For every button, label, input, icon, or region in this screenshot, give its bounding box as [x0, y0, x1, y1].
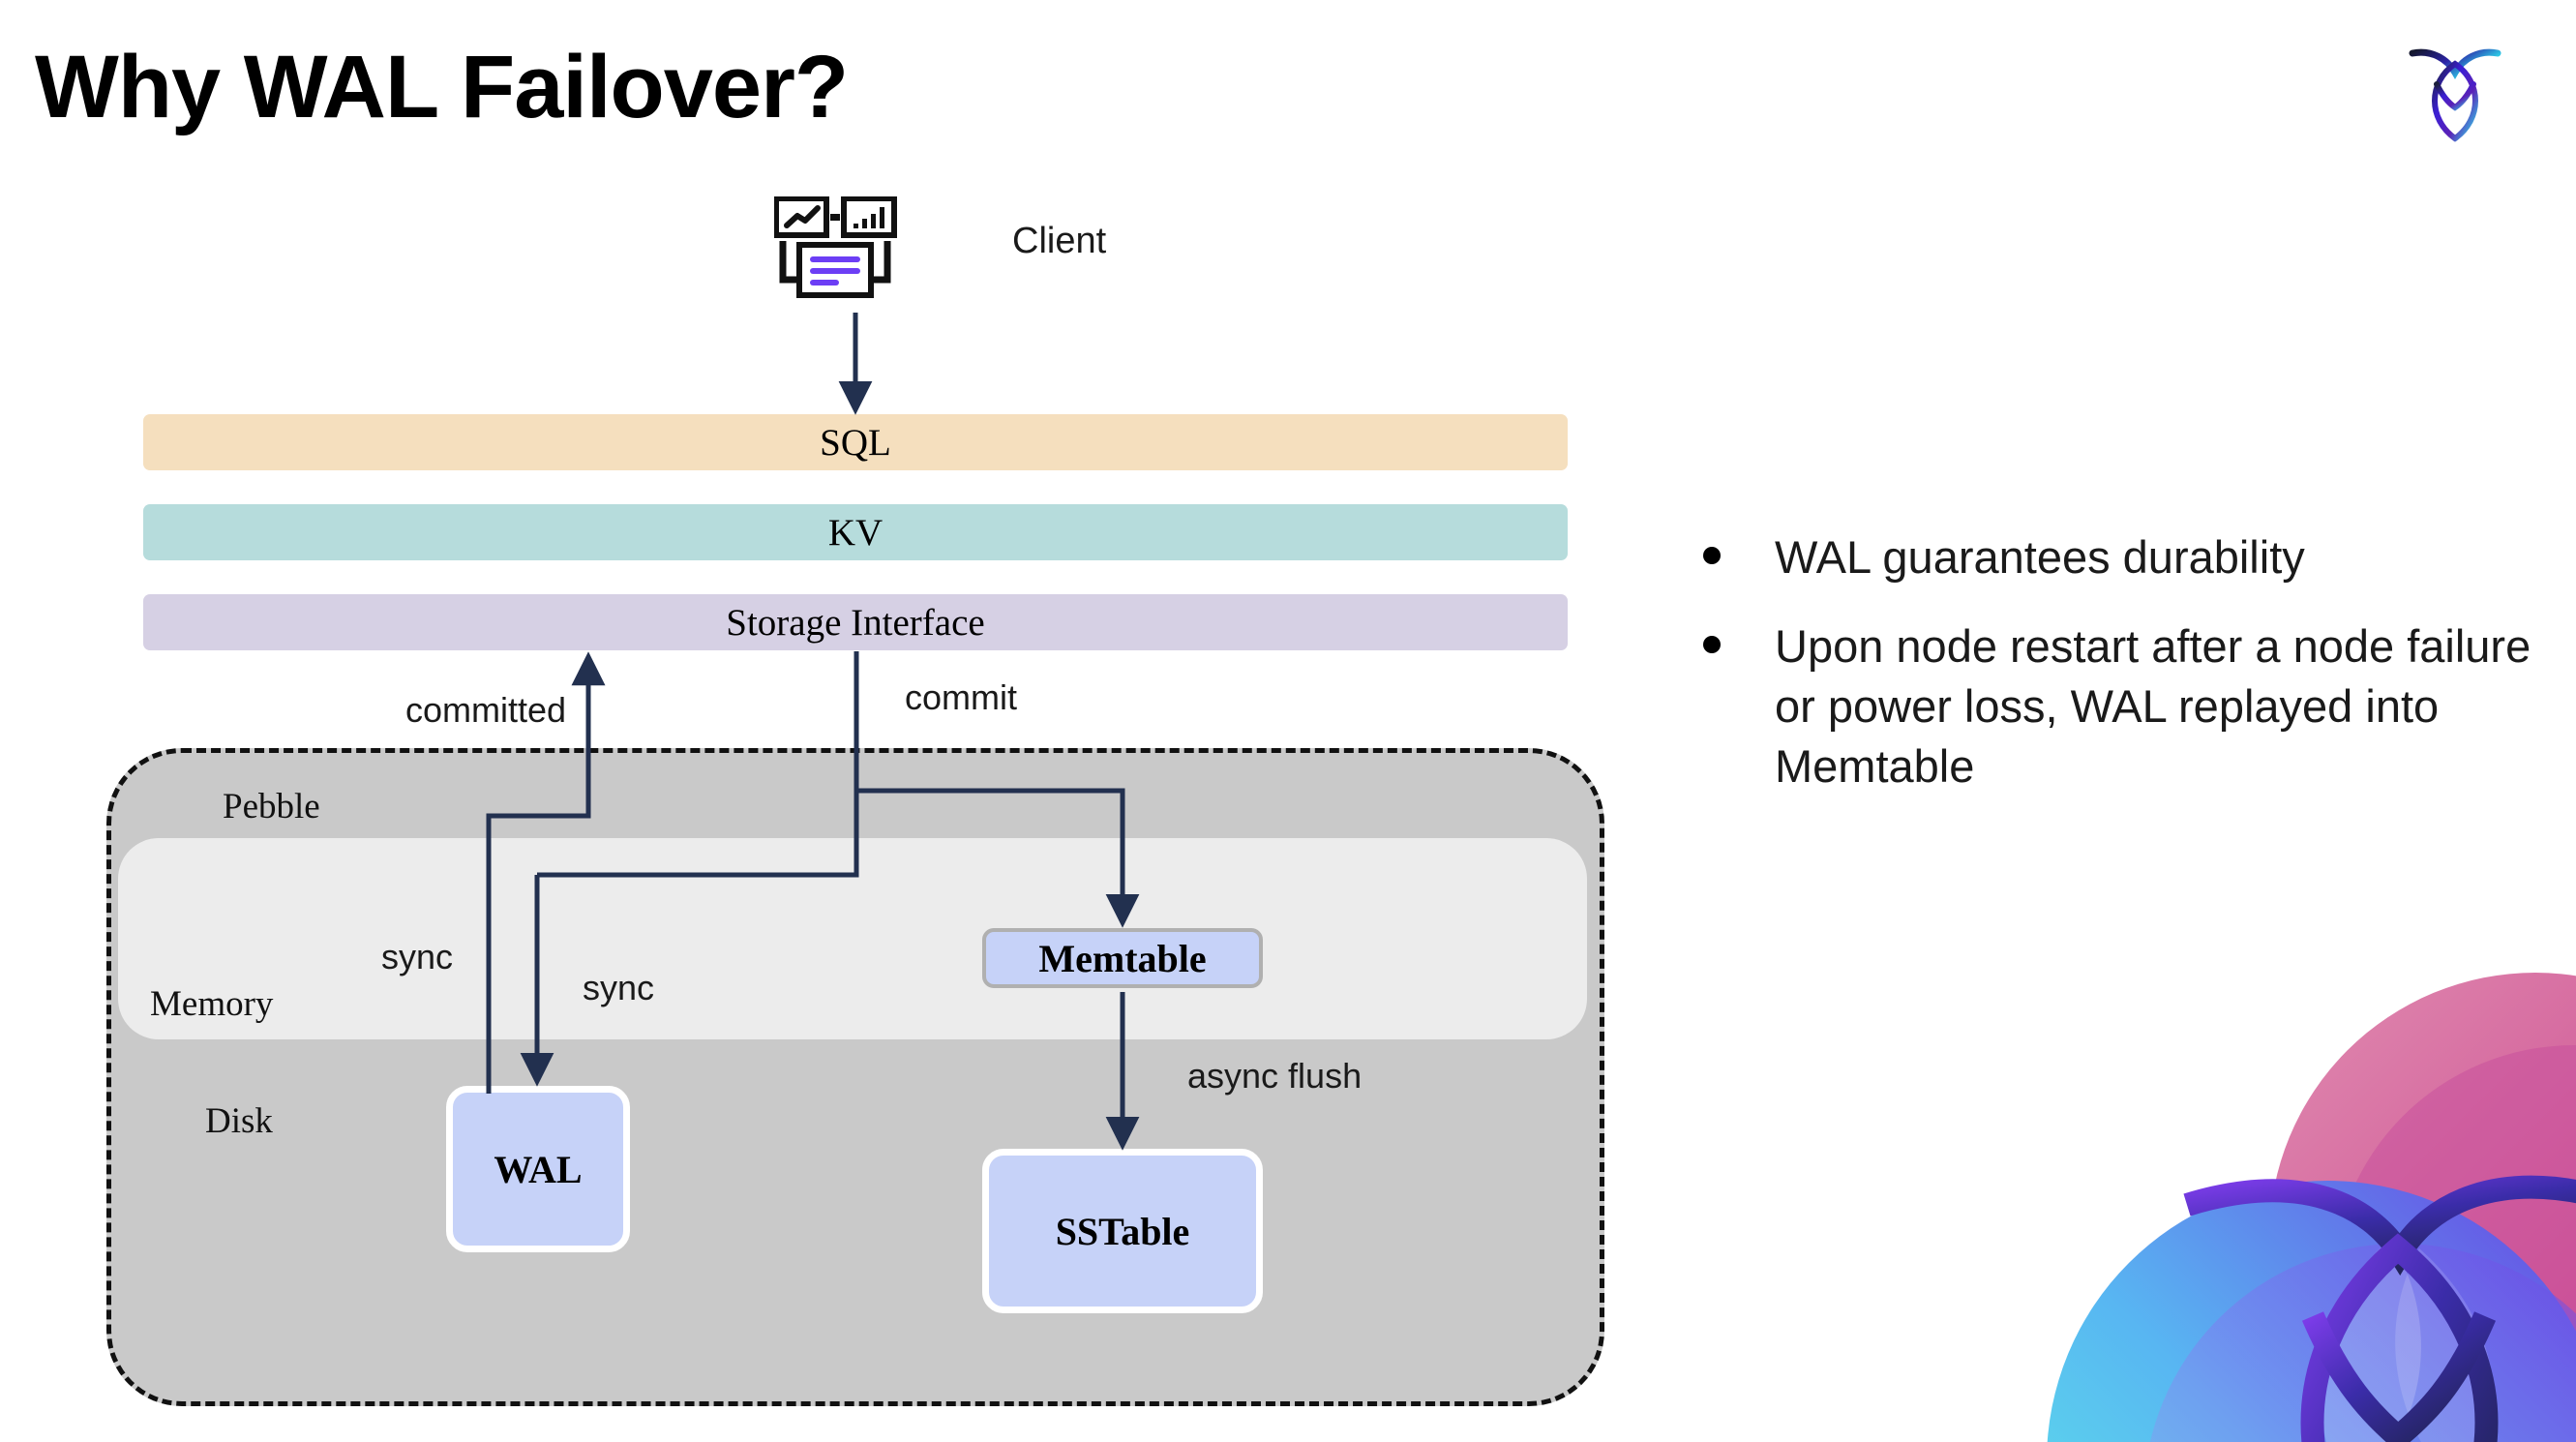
- bullet-dot-icon: [1703, 547, 1721, 564]
- edge-label-async-flush: async flush: [1187, 1056, 1363, 1096]
- layer-bar-kv-label: KV: [827, 511, 884, 554]
- disk-label: Disk: [205, 1101, 273, 1141]
- page-title: Why WAL Failover?: [35, 38, 849, 136]
- memory-label: Memory: [150, 984, 274, 1024]
- wal-label: WAL: [494, 1147, 583, 1191]
- bullet-list: WAL guarantees durability Upon node rest…: [1703, 527, 2535, 826]
- layer-bar-kv: KV: [143, 504, 1568, 560]
- list-item: WAL guarantees durability: [1703, 527, 2535, 587]
- cockroachdb-logo-icon: [2407, 34, 2503, 142]
- sstable-box: SSTable: [982, 1149, 1263, 1313]
- list-item: Upon node restart after a node failure o…: [1703, 616, 2535, 796]
- edge-label-commit: commit: [905, 677, 1017, 717]
- bullet-dot-icon: [1703, 636, 1721, 654]
- memtable-box: Memtable: [982, 928, 1263, 988]
- layer-bar-storage-interface-label: Storage Interface: [726, 601, 985, 644]
- client-dashboard-icon: [773, 195, 929, 313]
- edge-label-sync-2: sync: [583, 968, 655, 1007]
- client-label: Client: [1012, 221, 1107, 261]
- layer-bar-sql: SQL: [143, 414, 1568, 470]
- edge-label-sync-1: sync: [381, 937, 454, 976]
- layer-bar-storage-interface: Storage Interface: [143, 594, 1568, 650]
- layer-bar-sql-label: SQL: [820, 421, 891, 464]
- pebble-label: Pebble: [223, 787, 320, 826]
- bullet-text: WAL guarantees durability: [1775, 531, 2305, 583]
- memory-panel: [118, 838, 1587, 1039]
- wal-box: WAL: [446, 1086, 630, 1252]
- cockroachdb-brandmark-decoration: [1993, 958, 2576, 1442]
- edge-label-committed: committed: [405, 690, 567, 730]
- memtable-label: Memtable: [1038, 936, 1207, 980]
- sstable-label: SSTable: [1055, 1209, 1190, 1253]
- bullet-text: Upon node restart after a node failure o…: [1775, 620, 2531, 793]
